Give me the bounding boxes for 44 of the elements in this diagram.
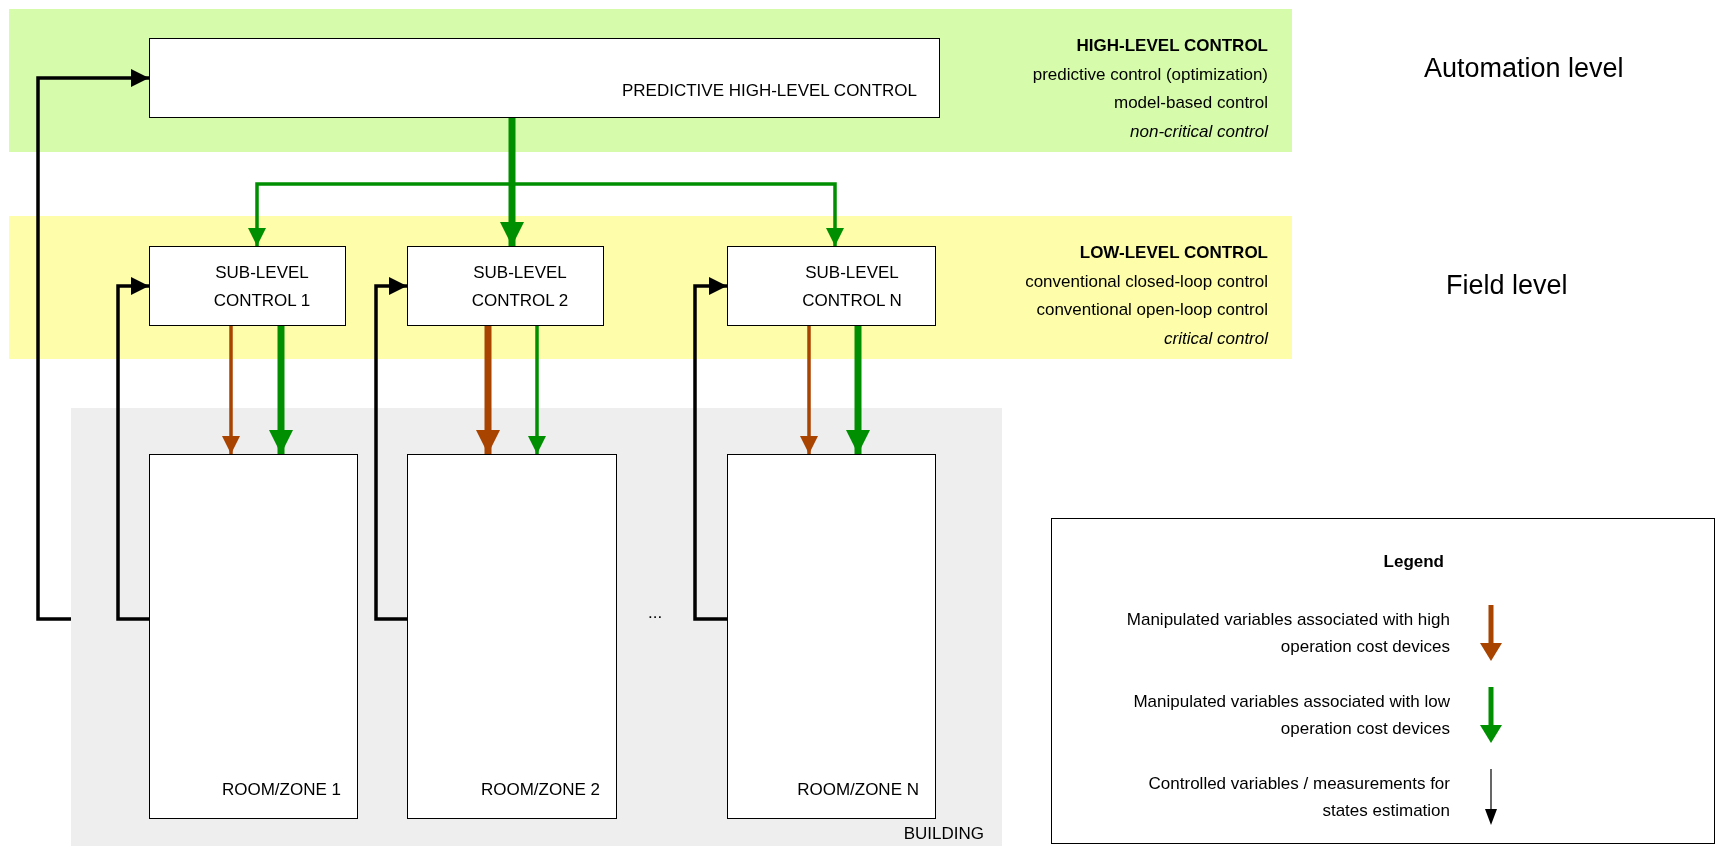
box-label: ROOM/ZONE N [797, 778, 919, 801]
room-box [149, 454, 358, 819]
arrow [846, 326, 870, 454]
band-heading: LOW-LEVEL CONTROL [1079, 242, 1268, 264]
box-label: SUB-LEVEL CONTROL 1 [212, 262, 312, 312]
room-box [727, 454, 936, 819]
legend-text: Manipulated variables associated with low operation cost devices [1132, 691, 1450, 740]
ellipsis: ... [648, 602, 663, 624]
arrow [800, 326, 818, 454]
arrow [528, 326, 546, 454]
box-label: ROOM/ZONE 2 [481, 778, 600, 801]
box-label: ROOM/ZONE 1 [222, 778, 341, 801]
band-text: model-based control [1113, 92, 1268, 114]
arrow [269, 326, 293, 454]
arrow [500, 118, 524, 246]
area-label: BUILDING [903, 825, 984, 842]
band-text: predictive control (optimization) [1032, 63, 1268, 86]
box-label: SUB-LEVEL CONTROL N [801, 262, 903, 312]
legend-text: Controlled variables / measurements for states estimation [1147, 773, 1450, 822]
level-band [9, 9, 1292, 152]
arrow [374, 277, 407, 621]
room-box [407, 454, 617, 819]
arrow [222, 326, 240, 454]
level-label: Field level [1446, 269, 1568, 302]
box-label: PREDICTIVE HIGH-LEVEL CONTROL [621, 79, 917, 102]
band-text: critical control [1164, 327, 1268, 350]
band-text: non-critical control [1130, 120, 1268, 143]
control-box [149, 38, 940, 118]
band-text: conventional closed-loop control [1025, 270, 1268, 293]
control-box [149, 246, 346, 326]
control-box [407, 246, 604, 326]
control-box [727, 246, 936, 326]
band-heading: HIGH-LEVEL CONTROL [1076, 35, 1268, 57]
arrow [116, 277, 149, 621]
arrow [476, 326, 500, 454]
level-band [9, 216, 1292, 359]
arrow [693, 277, 727, 621]
arrow [36, 69, 149, 621]
building-area [71, 408, 1002, 846]
band-text: conventional open-loop control [1036, 299, 1268, 321]
legend-text: Manipulated variables associated with high operation cost devices [1125, 609, 1450, 658]
level-label: Automation level [1424, 52, 1624, 85]
box-label: SUB-LEVEL CONTROL 2 [470, 262, 570, 312]
legend-heading: Legend [1383, 551, 1444, 573]
